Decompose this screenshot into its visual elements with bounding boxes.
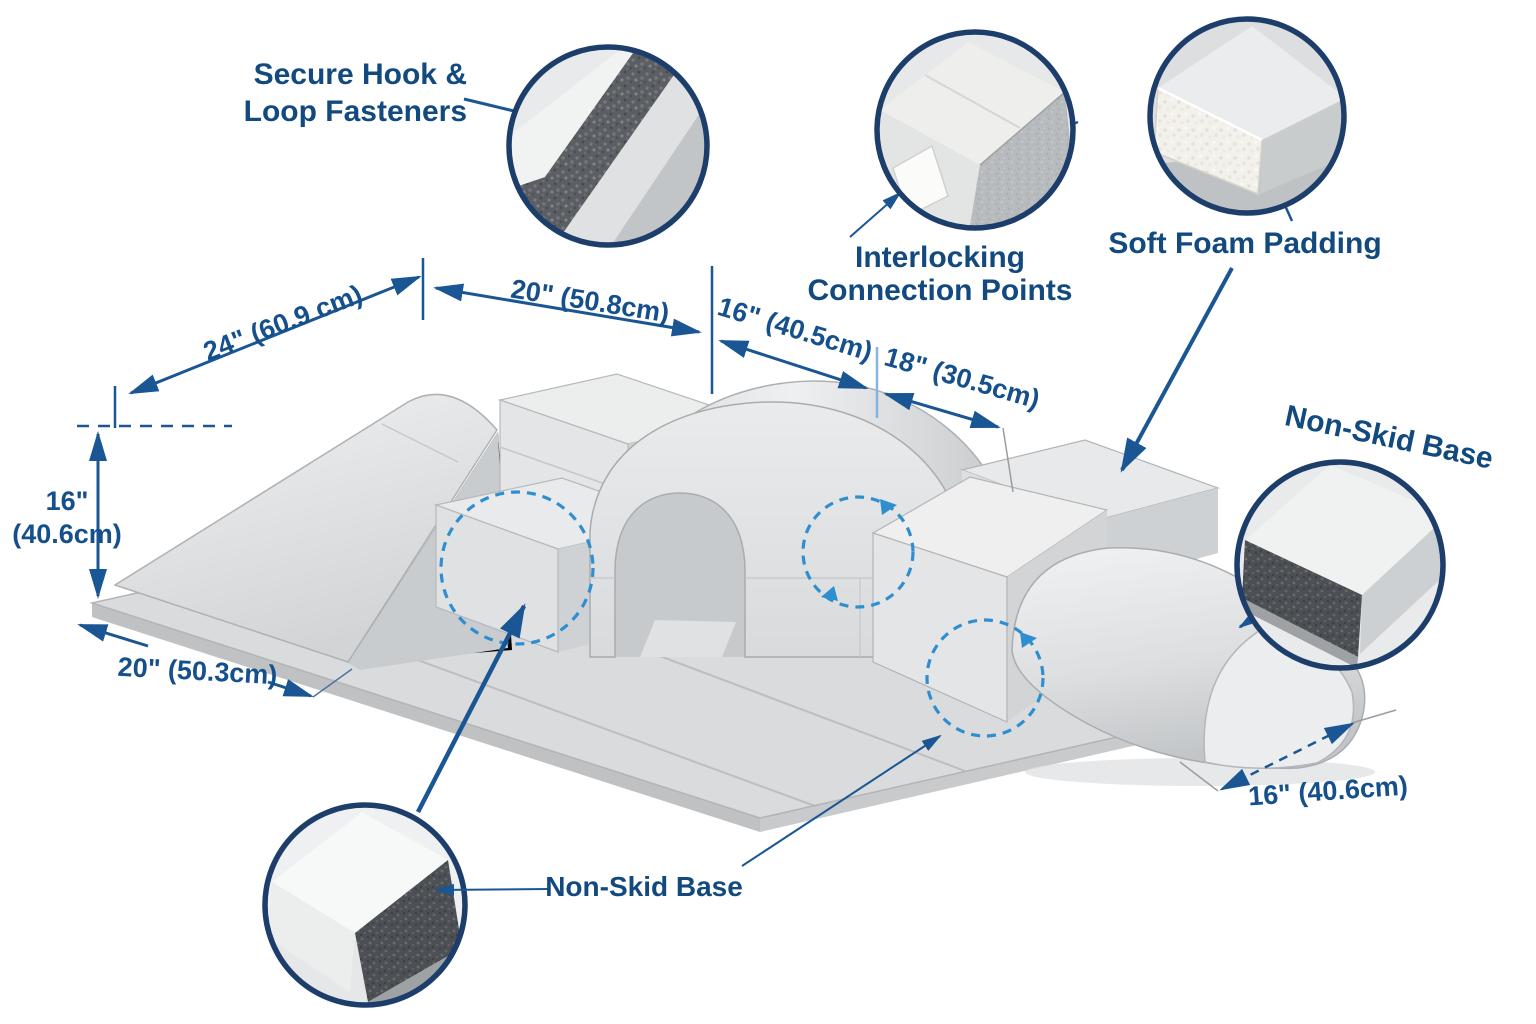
dimension-height-inches: 16" [45, 486, 89, 516]
hook-loop-label-line2: Loop Fasteners [243, 95, 467, 128]
soft-foam-label: Soft Foam Padding [1108, 227, 1382, 260]
interlocking-label-line2: Connection Points [807, 274, 1073, 307]
dimension-height-cm: (40.6cm) [12, 519, 122, 549]
connection-indicator-arrowheads [821, 499, 1037, 648]
dimension-height: 16" (40.6cm) [2, 485, 132, 551]
detail-circle-interlocking [874, 29, 1076, 231]
detail-circle-non-skid-right [1234, 459, 1446, 671]
hook-loop-label-line1: Secure Hook & [253, 58, 467, 91]
interlocking-label: Interlocking Connection Points [778, 241, 1102, 307]
detail-circle-non-skid-bottom [262, 802, 468, 1008]
non-skid-base-bottom-label: Non-Skid Base [545, 871, 743, 902]
dimension-arrows [77, 275, 1355, 791]
non-skid-bottom-arrow [434, 883, 549, 896]
interlocking-label-line1: Interlocking [854, 241, 1026, 274]
detail-circle-soft-foam [1147, 16, 1347, 216]
hook-loop-label: Secure Hook & Loop Fasteners [205, 56, 467, 130]
connection-indicator-circles [439, 490, 1045, 738]
dimension-ticks [77, 258, 1397, 792]
detail-circle-hook-loop [506, 44, 710, 248]
